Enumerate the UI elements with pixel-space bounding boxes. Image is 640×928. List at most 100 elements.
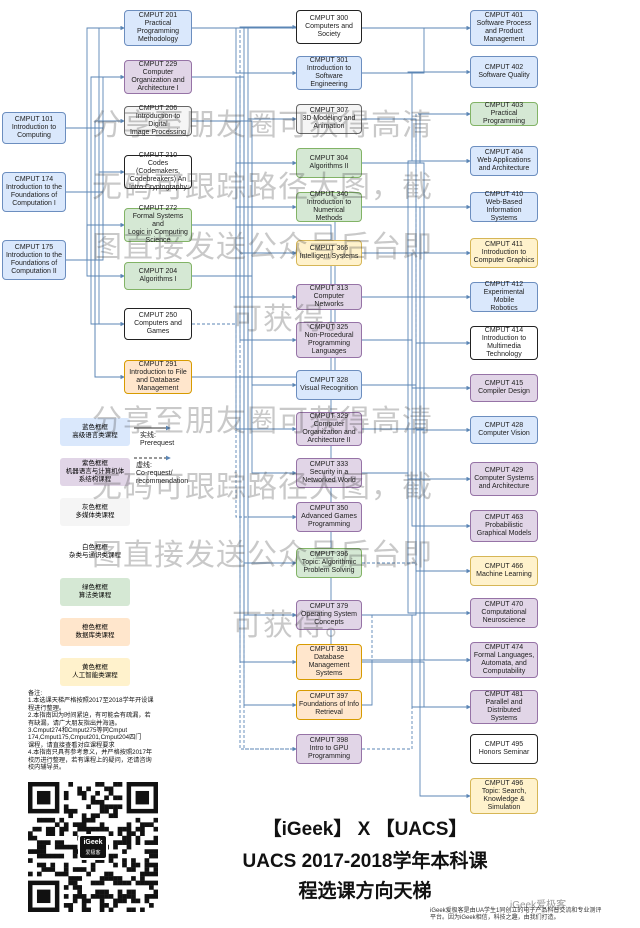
course-title: Intro to GPU Programming (307, 745, 350, 760)
edge-396-403 (362, 111, 471, 564)
course-title: Introduction to Computing (11, 124, 57, 139)
course-title: Codes (Codemakers, Codebreakers) An Intr… (129, 160, 187, 191)
course-code: CMPUT 429 (484, 467, 524, 474)
course-code: CMPUT 325 (309, 324, 349, 331)
course-code: CMPUT 304 (309, 155, 349, 162)
course-code: CMPUT 474 (484, 644, 524, 651)
legend-coreq-label: 虚线: Co-request/ recommendation (136, 462, 189, 485)
course-title: Computer Organization and Architecture I… (302, 421, 356, 444)
watermark-line4: 可获得。 (232, 302, 356, 337)
watermark-line1: 分享至朋友圈可获得高清 (92, 108, 433, 143)
edge-301-401 (362, 25, 471, 74)
course-code: CMPUT 210 (138, 152, 178, 159)
footer-brand: iGeek爱极客 (510, 900, 567, 911)
course-title: Topic: Algorithmic Problem Solving (301, 559, 357, 574)
course-code: CMPUT 307 (309, 107, 349, 114)
legend-yellow: 黄色框框 人工智能类课程 (60, 658, 130, 686)
course-title: Topic: Search, Knowledge & Simulation (481, 788, 527, 811)
course-code: CMPUT 481 (484, 691, 524, 698)
title-line3: 程选课方向天梯 (298, 881, 432, 902)
course-title: Introduction to Digital Image Processing (129, 113, 187, 136)
course-code: CMPUT 470 (484, 601, 524, 608)
course-code: CMPUT 366 (309, 245, 349, 252)
course-title: Honors Seminar (478, 749, 530, 756)
course-title: Web Applications and Architecture (477, 157, 531, 172)
course-title: Software Quality (478, 72, 530, 79)
legend-gray: 灰色框框 多媒体类课程 (60, 498, 130, 526)
course-title: Practical Programming (482, 110, 525, 125)
qr-logo-sublabel: 爱极客 (85, 850, 101, 856)
course-code: CMPUT 412 (484, 281, 524, 288)
course-title: Database Management Systems (308, 654, 350, 677)
course-title: Introduction to the Foundations of Compu… (5, 252, 63, 275)
legend-purple: 紫色框框 机器语言与计算机体 系结构课程 (60, 458, 130, 486)
legend-orange: 橙色框框 数据库类课程 (60, 618, 130, 646)
course-code: CMPUT 340 (309, 191, 349, 198)
course-code: CMPUT 206 (138, 105, 178, 112)
course-code: CMPUT 428 (484, 422, 524, 429)
course-title: Security in a Networked World (302, 469, 356, 484)
edge-229-398 (192, 76, 297, 752)
course-title: Computers and Society (305, 23, 353, 38)
course-title: 3D Modeling and Animation (302, 115, 356, 130)
edge-204-333 (192, 275, 297, 476)
course-code: CMPUT 410 (484, 191, 524, 198)
course-title: Computer Organization and Architecture I (131, 69, 185, 92)
course-title: Compiler Design (478, 388, 530, 395)
course-code: CMPUT 201 (138, 12, 178, 19)
legend-green: 绿色框框 算法类课程 (60, 578, 130, 606)
course-title: Computer Systems and Architecture (474, 475, 534, 490)
course-title: Algorithms I (139, 276, 177, 283)
edge-175-250 (66, 259, 125, 327)
edge-304-474 (362, 162, 471, 663)
edge-101-206 (66, 118, 125, 129)
course-code: CMPUT 272 (138, 205, 178, 212)
course-code: CMPUT 313 (309, 285, 349, 292)
course-code: CMPUT 398 (309, 737, 349, 744)
course-code: CMPUT 397 (309, 693, 349, 700)
course-title: Introduction to File and Database Manage… (129, 369, 187, 392)
qr-logo: iGeek 爱极客 (78, 834, 108, 860)
course-title: Computational Neuroscience (481, 609, 527, 624)
course-code: CMPUT 101 (14, 116, 54, 123)
watermark-line2b: 无码可跟踪路径大图，截 (92, 470, 433, 505)
course-title: Introduction to the Foundations of Compu… (5, 184, 63, 207)
course-title: Introduction to Multimedia Technology (481, 335, 527, 358)
course-code: CMPUT 204 (138, 268, 178, 275)
course-code: CMPUT 229 (138, 61, 178, 68)
course-code: CMPUT 463 (484, 514, 524, 521)
course-title: Foundations of Info Retrieval (299, 701, 359, 716)
watermark-line3b: 图直接发送公众号后台即 (92, 538, 433, 573)
course-title: Visual Recognition (300, 385, 358, 392)
course-title: Operating System Concepts (300, 611, 358, 626)
edge-366-470 (362, 252, 471, 616)
watermark-line4b: 可获得。 (232, 608, 356, 643)
course-title: Formal Systems and Logic in Computing Sc… (128, 213, 188, 244)
course-code: CMPUT 379 (309, 603, 349, 610)
course-title: Practical Programming Methodology (136, 20, 179, 43)
edge-250-350 (192, 323, 297, 520)
